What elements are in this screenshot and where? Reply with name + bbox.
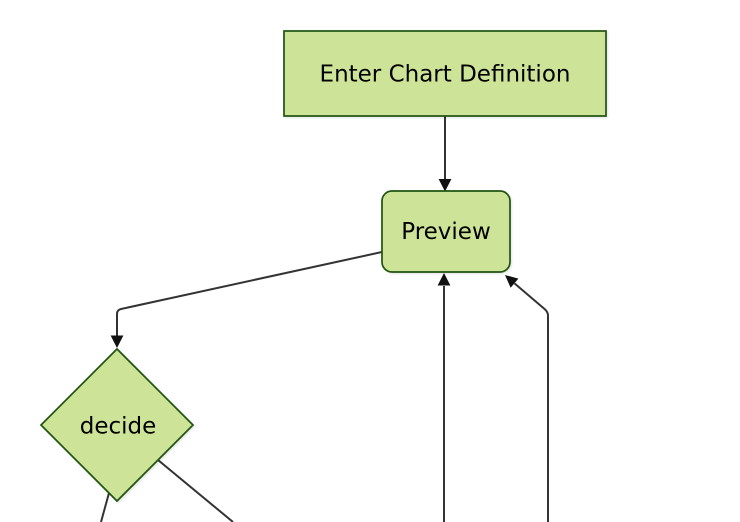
- decide-label: decide: [80, 414, 157, 440]
- edge-decide-to-offscreen-bottom-right: [157, 459, 234, 522]
- preview-label: Preview: [401, 219, 491, 245]
- edge-decide-to-offscreen-bottom-left: [100, 492, 110, 522]
- enter-chart-definition-box: [283, 30, 607, 117]
- arrowhead-into-preview-top-icon: [438, 179, 452, 192]
- edge-preview-to-decide: [116, 251, 383, 336]
- enter-chart-definition-label: Enter Chart Definition: [320, 62, 571, 88]
- node-enter-chart-definition: Enter Chart Definition: [283, 30, 607, 117]
- node-preview: Preview: [381, 190, 511, 273]
- arrowhead-into-preview-corner-icon: [505, 275, 519, 288]
- edge-offscreen-bottom-right-to-preview: [513, 282, 549, 522]
- node-decide: decide: [39, 347, 195, 503]
- decide-diamond: [39, 347, 195, 503]
- arrowhead-into-preview-bottom-icon: [437, 273, 451, 286]
- nodes-layer: Enter Chart Definition Preview decide: [39, 30, 607, 503]
- edges-layer: [100, 116, 549, 522]
- preview-box: [381, 190, 511, 273]
- arrowhead-into-decide-top-icon: [110, 335, 124, 348]
